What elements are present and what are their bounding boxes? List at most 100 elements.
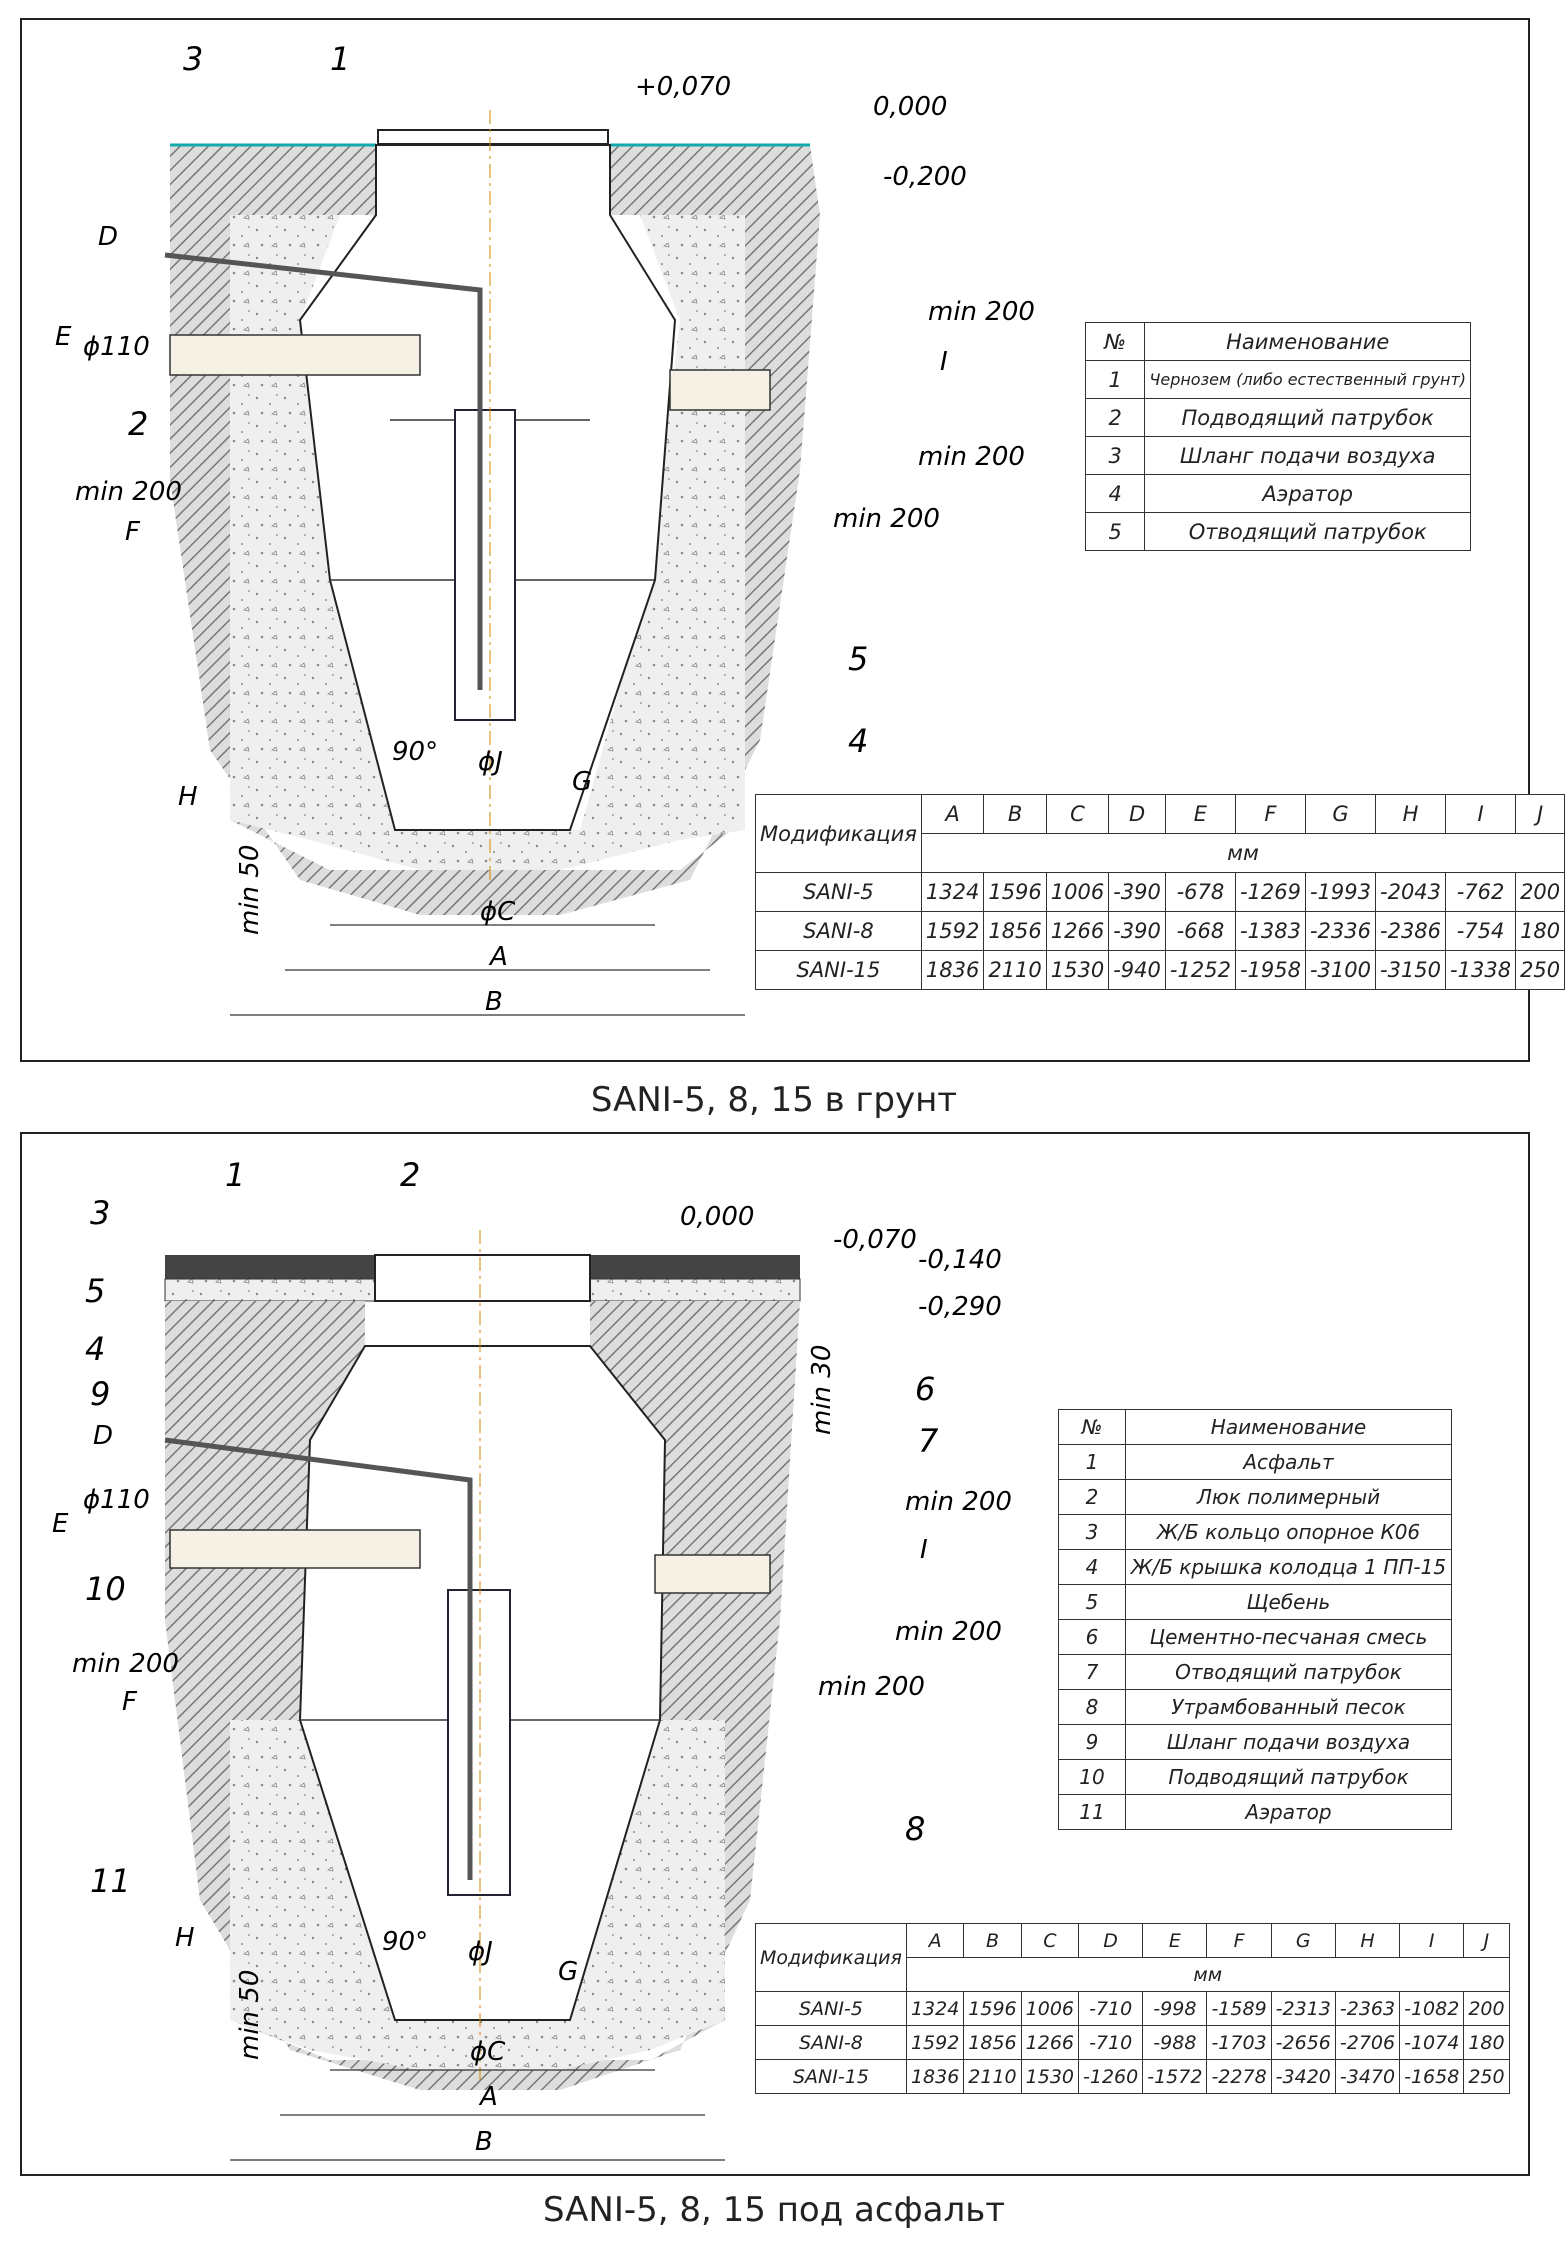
callout-1-2: 1	[225, 1156, 245, 1194]
cell: -1269	[1234, 872, 1306, 912]
dim-phiC-2: ϕC	[470, 2037, 506, 2067]
callout-6-2: 6	[915, 1370, 935, 1408]
cell: -940	[1108, 950, 1166, 990]
level-ground: 0,000	[873, 92, 947, 122]
cell: 1324	[905, 1991, 965, 2026]
legend-name: Отводящий патрубок	[1144, 512, 1471, 551]
cell: 180	[1463, 2025, 1510, 2060]
outlet-pipe	[669, 369, 771, 411]
asphalt-left	[165, 1255, 375, 1279]
dim-angle-2: 90°	[382, 1927, 428, 1957]
legend-name: Люк полимерный	[1125, 1479, 1452, 1515]
dim-B: B	[485, 987, 503, 1017]
unit-row: мм	[920, 833, 1565, 873]
legend-name: Подводящий патрубок	[1125, 1759, 1452, 1795]
cell: SANI-15	[755, 950, 922, 990]
col-header: D	[1108, 794, 1166, 834]
cell: -988	[1142, 2025, 1208, 2060]
modifications-table-soil: Модификация A B C D E F G H I J мм SANI-…	[755, 794, 1565, 990]
col-header: J	[1515, 794, 1565, 834]
inlet-pipe	[169, 334, 421, 376]
col-header: E	[1164, 794, 1236, 834]
asphalt-right	[590, 1255, 800, 1279]
callout-2-2: 2	[400, 1156, 420, 1194]
cell: 1592	[920, 911, 985, 951]
cell: -1703	[1206, 2025, 1272, 2060]
callout-5-2: 5	[85, 1272, 105, 1310]
legend-header-name: Наименование	[1125, 1409, 1452, 1445]
legend-name: Подводящий патрубок	[1144, 398, 1471, 437]
cell: -390	[1108, 911, 1166, 951]
dim-min30: min 30	[807, 1345, 837, 1435]
cell: 1856	[983, 911, 1047, 951]
legend-name: Шланг подачи воздуха	[1144, 436, 1471, 475]
legend-num: 7	[1058, 1654, 1126, 1690]
cell: SANI-5	[755, 1991, 907, 2026]
cell: 1324	[920, 872, 985, 912]
cell: -1589	[1206, 1991, 1272, 2026]
legend-header-name: Наименование	[1144, 322, 1471, 361]
level-l1: -0,070	[833, 1225, 917, 1255]
legend-name: Ж/Б крышка колодца 1 ПП-15	[1125, 1549, 1452, 1585]
cell: -2043	[1374, 872, 1447, 912]
soil-right-top	[610, 145, 820, 215]
legend-num: 3	[1084, 436, 1146, 475]
cell: -1958	[1234, 950, 1306, 990]
col-header: I	[1399, 1923, 1465, 1958]
legend-num: 9	[1058, 1724, 1126, 1760]
legend-header-no: №	[1084, 322, 1146, 361]
letter-I: I	[940, 347, 948, 377]
cell: -710	[1078, 2025, 1144, 2060]
caption-asphalt: SANI-5, 8, 15 под асфальт	[542, 2190, 1006, 2230]
soil-pit-asphalt	[165, 1301, 800, 2090]
cell: SANI-5	[755, 872, 922, 912]
callout-7-2: 7	[918, 1422, 939, 1460]
col-header: H	[1334, 1923, 1401, 1958]
dim-phiJ: ϕJ	[478, 747, 503, 777]
col-header: G	[1304, 794, 1377, 834]
cell: 250	[1515, 950, 1565, 990]
caption-soil: SANI-5, 8, 15 в грунт	[590, 1080, 958, 1120]
dim-d110-2: ϕ110	[83, 1485, 150, 1515]
legend-name: Ж/Б кольцо опорное К06	[1125, 1514, 1452, 1550]
legend-name: Щебень	[1125, 1584, 1452, 1620]
letter-D: D	[98, 222, 118, 252]
tank-drawing-soil: ϕC A B ϕJ 90° ϕ110 min 200 min 200 min 2…	[55, 40, 1035, 1017]
letter-H: H	[178, 782, 198, 812]
dim-B-2: B	[475, 2127, 493, 2157]
dim-A: A	[488, 942, 508, 972]
legend-num: 3	[1058, 1514, 1126, 1550]
legend-num: 8	[1058, 1689, 1126, 1725]
col-header: A	[905, 1923, 965, 1958]
letter-D-2: D	[93, 1421, 113, 1451]
cell: -754	[1445, 911, 1517, 951]
legend-name: Шланг подачи воздуха	[1125, 1724, 1452, 1760]
air-hose-asphalt	[164, 1437, 473, 1880]
callout-3: 3	[183, 40, 203, 78]
cell: 200	[1463, 1991, 1510, 2026]
callout-10-2: 10	[85, 1570, 126, 1608]
dim-d110: ϕ110	[83, 332, 150, 362]
cell: -3470	[1334, 2059, 1401, 2094]
callout-4: 4	[848, 722, 868, 760]
legend-num: 6	[1058, 1619, 1126, 1655]
col-header: D	[1078, 1923, 1144, 1958]
cell: -998	[1142, 1991, 1208, 2026]
dim-min200-right-2: min 200	[818, 1672, 925, 1702]
legend-name: Асфальт	[1125, 1444, 1452, 1480]
legend-name: Аэратор	[1125, 1794, 1452, 1830]
cell: 1530	[1020, 2059, 1080, 2094]
cell: -1338	[1445, 950, 1517, 990]
letter-G: G	[572, 767, 592, 797]
dim-min200-right: min 200	[833, 504, 940, 534]
col-header: C	[1020, 1923, 1080, 1958]
cell: -1074	[1399, 2025, 1465, 2060]
letter-F: F	[125, 517, 141, 547]
cell: 200	[1515, 872, 1565, 912]
level-top: +0,070	[635, 72, 731, 102]
cell: -1383	[1234, 911, 1306, 951]
cell: -1658	[1399, 2059, 1465, 2094]
